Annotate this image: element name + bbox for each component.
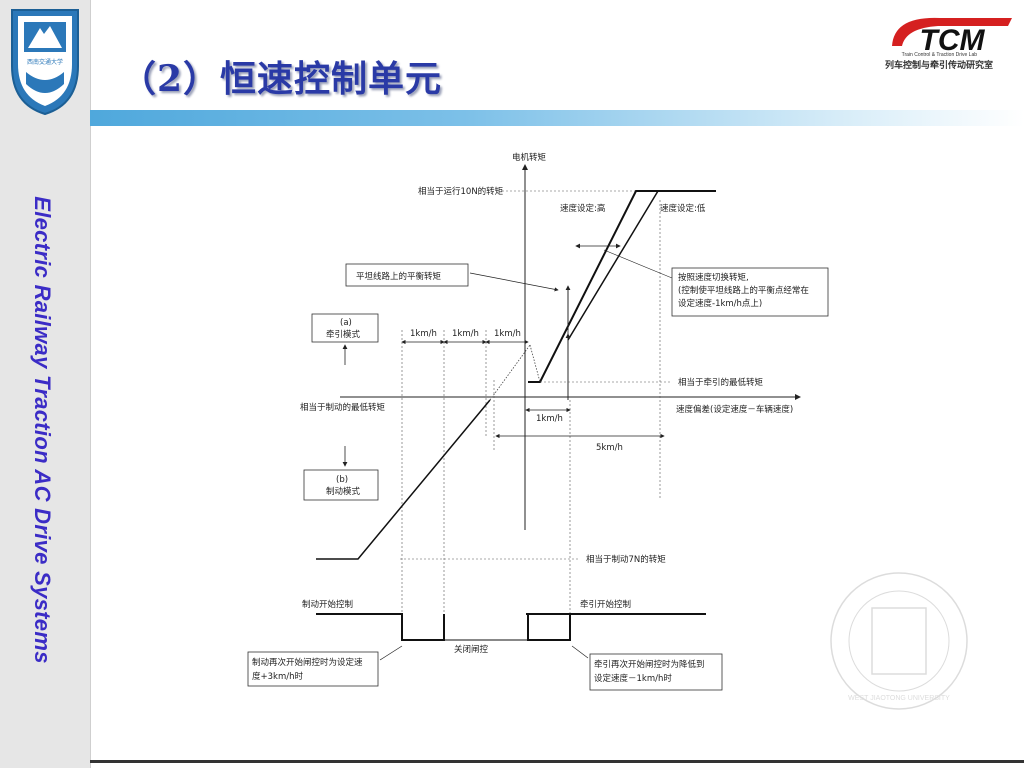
traction-curve-low — [567, 190, 659, 341]
gap-label-2: 1km/h — [452, 329, 479, 339]
top-torque-label: 相当于运行10N的转矩 — [418, 186, 504, 197]
tcm-lab-logo: TCM — [892, 17, 1012, 57]
brake-note-line1: 制动再次开始闸控时为设定速 — [252, 657, 363, 668]
brake-note-box — [247, 651, 379, 687]
tcm-logo-text: TCM — [920, 24, 986, 57]
speed-setting-low: 速度设定:低 — [660, 203, 706, 214]
switch-note-line2: (控制使平坦线路上的平衡点经常在 — [678, 285, 809, 296]
traction-mode-label: 牵引模式 — [326, 329, 361, 340]
traction-start-label: 牵引开始控制 — [580, 599, 631, 610]
tcm-subtitle-cn: 列车控制与牵引传动研究室 — [885, 60, 994, 70]
gap-label-4: 1km/h — [536, 414, 563, 424]
brake-note-line2: 度+3km/h时 — [252, 671, 303, 682]
gap-label-3: 1km/h — [494, 329, 521, 339]
y-axis-label: 电机转矩 — [512, 152, 547, 163]
switch-note-line1: 按照速度切换转矩, — [678, 272, 749, 283]
traction-curve-high — [528, 190, 716, 383]
page-title: （2）恒速控制单元 — [120, 58, 443, 100]
brake-7n-label: 相当于制动7N的转矩 — [586, 554, 666, 565]
watermark-text: WEST JIAOTONG UNIVERSITY — [848, 695, 950, 702]
traction-note-box — [589, 653, 723, 691]
constant-speed-control-diagram: 电机转矩 速度偏差(设定速度－车辆速度) 相当于运行10N的转矩 速度设定:高 … — [247, 152, 829, 691]
mode-b-tag: (b) — [336, 475, 348, 485]
switch-note-line3: 设定速度-1km/h点上) — [678, 298, 762, 309]
university-watermark: WEST JIAOTONG UNIVERSITY — [830, 572, 968, 710]
brake-gate-wave — [316, 613, 445, 641]
gap-label-1: 1km/h — [410, 329, 437, 339]
traction-mode-box — [311, 313, 379, 343]
title-underline-bar — [90, 110, 1024, 126]
gap-label-5: 5km/h — [596, 443, 623, 453]
tcm-subtitle: Train Control & Traction Drive Lab 列车控制与… — [885, 52, 993, 71]
sidebar-vertical-title: Electric Railway Traction AC Drive Syste… — [30, 196, 55, 664]
brake-curve — [316, 399, 491, 560]
university-logo-caption: 西南交通大学 — [27, 58, 63, 66]
x-axis-label: 速度偏差(设定速度－车辆速度) — [676, 404, 793, 415]
flat-balance-label: 平坦线路上的平衡转矩 — [356, 271, 442, 282]
mode-a-tag: (a) — [340, 318, 352, 328]
brake-start-label: 制动开始控制 — [302, 599, 353, 610]
sidebar: 西南交通大学 Electric Railway Traction AC Driv… — [0, 0, 91, 768]
switch-note-box — [671, 267, 829, 317]
brake-mode-label: 制动模式 — [326, 486, 361, 497]
speed-setting-high: 速度设定:高 — [560, 203, 605, 214]
brake-mode-box — [303, 469, 379, 501]
flat-balance-box — [345, 263, 469, 287]
gate-off-label: 关闭闸控 — [454, 644, 489, 655]
tcm-subtitle-en: Train Control & Traction Drive Lab — [901, 52, 978, 58]
university-logo: 西南交通大学 — [11, 9, 79, 116]
min-brake-label: 相当于制动的最低转矩 — [300, 402, 386, 413]
traction-note-line1: 牵引再次开始闸控时为降低到 — [594, 659, 705, 670]
bottom-rule — [90, 760, 1024, 763]
traction-note-line2: 设定速度－1km/h时 — [594, 673, 672, 684]
traction-gate-wave — [526, 613, 706, 641]
min-traction-label: 相当于牵引的最低转矩 — [678, 377, 764, 388]
